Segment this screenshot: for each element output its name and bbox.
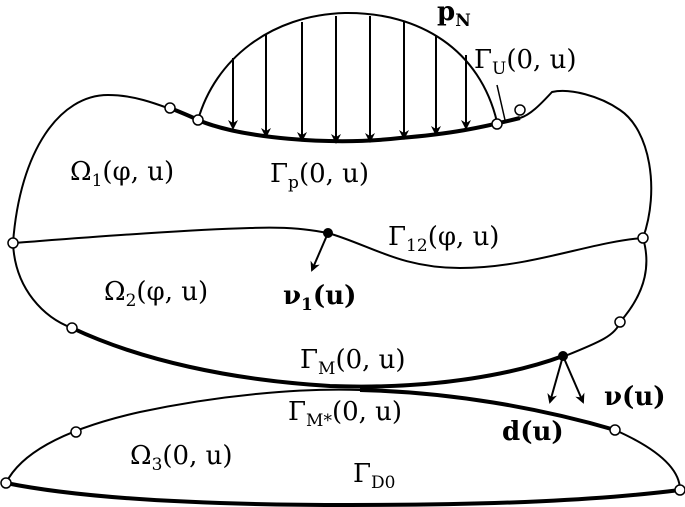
node [0, 477, 12, 489]
label-gamma-m: ΓM(0, u) [300, 345, 406, 379]
label-gamma-d0: ΓD0 [353, 459, 396, 493]
label-gamma-mstar: ΓM*(0, u) [288, 397, 402, 431]
node [70, 426, 82, 438]
d-arrow [547, 355, 564, 404]
node [674, 484, 685, 496]
node [66, 322, 78, 334]
boundary-nodes [0, 102, 685, 496]
nu1-arrow [310, 232, 329, 272]
label-nu-1: ν1(u) [283, 281, 356, 315]
node [637, 232, 649, 244]
load-dome [197, 11, 498, 123]
node [614, 316, 626, 328]
label-gamma-12: Γ12(φ, u) [388, 222, 499, 256]
node [192, 114, 204, 126]
label-p-n: pN [437, 0, 471, 31]
label-gamma-u: ΓU(0, u) [474, 45, 576, 79]
gamma-p-boundary [197, 116, 521, 144]
label-omega-2: Ω2(φ, u) [104, 277, 208, 311]
interface-point [323, 228, 333, 238]
gamma-u-leader [496, 84, 506, 121]
contact-point [558, 351, 568, 361]
gamma-d0-boundary [5, 481, 681, 507]
label-omega-1: Ω1(φ, u) [70, 157, 174, 191]
gamma-mstar-boundary [359, 388, 616, 432]
node [609, 424, 621, 436]
node [7, 237, 19, 249]
node [514, 104, 526, 116]
label-omega-3: Ω3(0, u) [130, 441, 233, 475]
node [491, 118, 503, 130]
load-arrows [228, 16, 471, 144]
node [164, 102, 176, 114]
label-nu: ν(u) [604, 382, 666, 412]
nu-arrow [562, 355, 585, 404]
label-d: d(u) [502, 417, 564, 447]
label-gamma-p: Γp(0, u) [270, 159, 369, 193]
gamma-m-boundary [71, 326, 564, 389]
